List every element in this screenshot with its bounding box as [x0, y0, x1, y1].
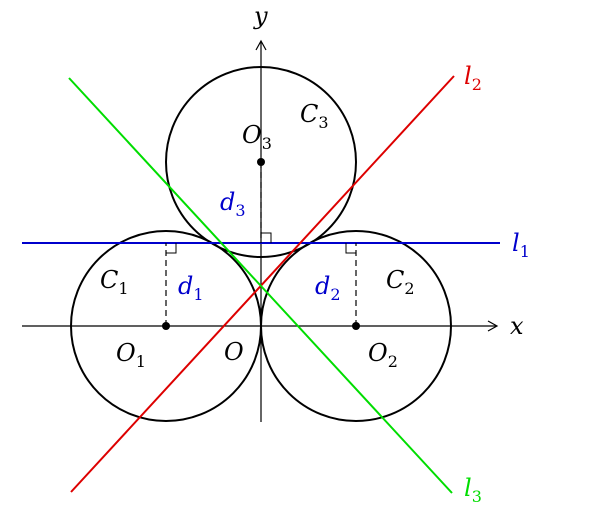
circle-label-c3: C3: [300, 100, 329, 132]
line-label-l3: l3: [464, 474, 482, 506]
x-axis-arrowhead: [487, 320, 499, 332]
center-point-o1: [162, 322, 170, 330]
distance-label-d2: d2: [315, 272, 341, 304]
circle-c2: [260, 230, 452, 422]
line-label-l1: l1: [512, 229, 530, 261]
center-point-o3: [257, 158, 265, 166]
circle-label-c2: C2: [386, 266, 415, 298]
right-angle-mark-d3: [261, 232, 272, 243]
distance-label-d3: d3: [220, 188, 246, 220]
circle-c3: [165, 66, 357, 258]
x-axis-label: x: [510, 312, 524, 340]
circle-label-c1: C1: [100, 266, 129, 298]
right-angle-mark-d2: [345, 243, 356, 254]
y-axis-arrowhead: [255, 39, 267, 51]
line-l2: [70, 75, 455, 493]
y-axis-label: y: [253, 2, 268, 30]
line-label-l2: l2: [464, 62, 482, 94]
right-angle-mark-d1: [166, 243, 177, 254]
center-label-o3: O3: [242, 121, 272, 153]
line-l3: [68, 77, 453, 494]
center-label-o2: O2: [368, 339, 398, 371]
origin-label: O: [224, 338, 244, 366]
center-point-o2: [352, 322, 360, 330]
distance-label-d1: d1: [178, 272, 204, 304]
center-label-o1: O1: [116, 339, 146, 371]
